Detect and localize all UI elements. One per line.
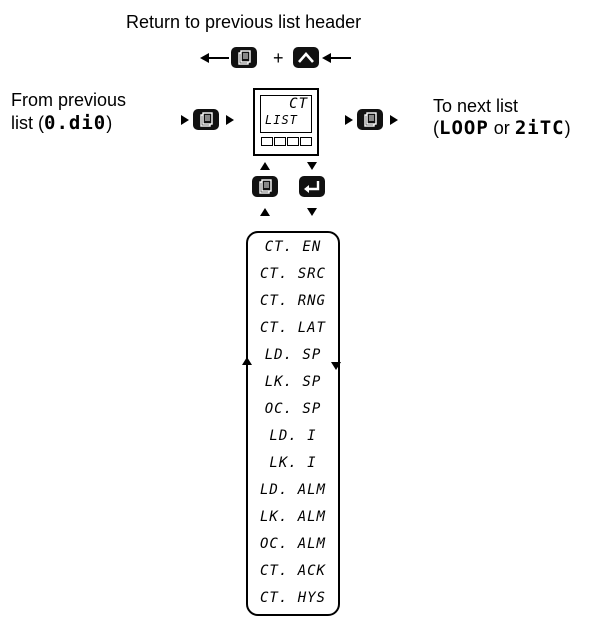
arrow-right-icon [390, 115, 398, 125]
page-key-icon[interactable] [357, 109, 383, 130]
list-item[interactable]: LD. SP [264, 347, 322, 363]
display-button [287, 137, 299, 146]
from-previous-suffix: ) [106, 113, 113, 133]
previous-list-code: 0.di0 [44, 112, 107, 134]
page-key-icon[interactable] [231, 47, 257, 68]
list-item[interactable]: LK. ALM [259, 509, 326, 525]
list-item[interactable]: CT. RNG [259, 293, 326, 309]
list-item[interactable]: LD. ALM [259, 482, 326, 498]
arrow-left-icon [322, 53, 351, 63]
display-screen: CT LIST [260, 95, 312, 133]
arrow-down-icon [307, 208, 317, 216]
paren-close: ) [564, 118, 571, 138]
arrow-down-icon [307, 162, 317, 170]
arrow-left-icon [200, 53, 229, 63]
return-header-label: Return to previous list header [126, 12, 362, 32]
next-list-code-2: 2iTC [514, 117, 565, 139]
list-item[interactable]: CT. LAT [259, 320, 326, 336]
arrow-up-icon [260, 162, 270, 170]
page-key-icon[interactable] [252, 176, 278, 197]
arrow-up-icon [260, 208, 270, 216]
list-item[interactable]: CT. ACK [259, 563, 326, 579]
to-next-list-label: To next list [433, 96, 519, 116]
arrow-right-icon [181, 115, 189, 125]
list-item[interactable]: CT. SRC [259, 266, 326, 282]
list-item[interactable]: LD. I [269, 428, 317, 444]
page-key-icon[interactable] [193, 109, 219, 130]
paren-open: ( [433, 118, 439, 138]
arrow-right-icon [226, 115, 234, 125]
display-button [261, 137, 273, 146]
from-previous-prefix: list ( [11, 113, 44, 133]
display-top-text: CT [289, 96, 308, 112]
display-bottom-text: LIST [265, 113, 298, 127]
list-item[interactable]: OC. ALM [259, 536, 326, 552]
list-item[interactable]: CT. EN [264, 239, 322, 255]
plus-sign: + [273, 48, 284, 68]
or-word: or [493, 118, 510, 138]
display-button [274, 137, 286, 146]
list-item[interactable]: CT. HYS [259, 590, 326, 606]
controller-display: CT LIST [253, 88, 319, 156]
list-item[interactable]: LK. I [269, 455, 317, 471]
to-next-list-line: (LOOP or 2iTC) [433, 117, 571, 139]
enter-key-icon[interactable] [299, 176, 325, 197]
display-button [300, 137, 312, 146]
from-previous-list-line: list (0.di0) [11, 112, 112, 134]
next-list-code-1: LOOP [439, 117, 489, 139]
from-previous-label: From previous [11, 90, 127, 110]
list-item[interactable]: LK. SP [264, 374, 322, 390]
parameter-list: CT. EN CT. SRC CT. RNG CT. LAT LD. SP LK… [246, 231, 340, 616]
up-arrow-key-icon[interactable] [293, 47, 319, 68]
arrow-up-icon [242, 357, 252, 365]
arrow-right-icon [345, 115, 353, 125]
arrow-down-icon [331, 362, 341, 370]
list-item[interactable]: OC. SP [264, 401, 322, 417]
